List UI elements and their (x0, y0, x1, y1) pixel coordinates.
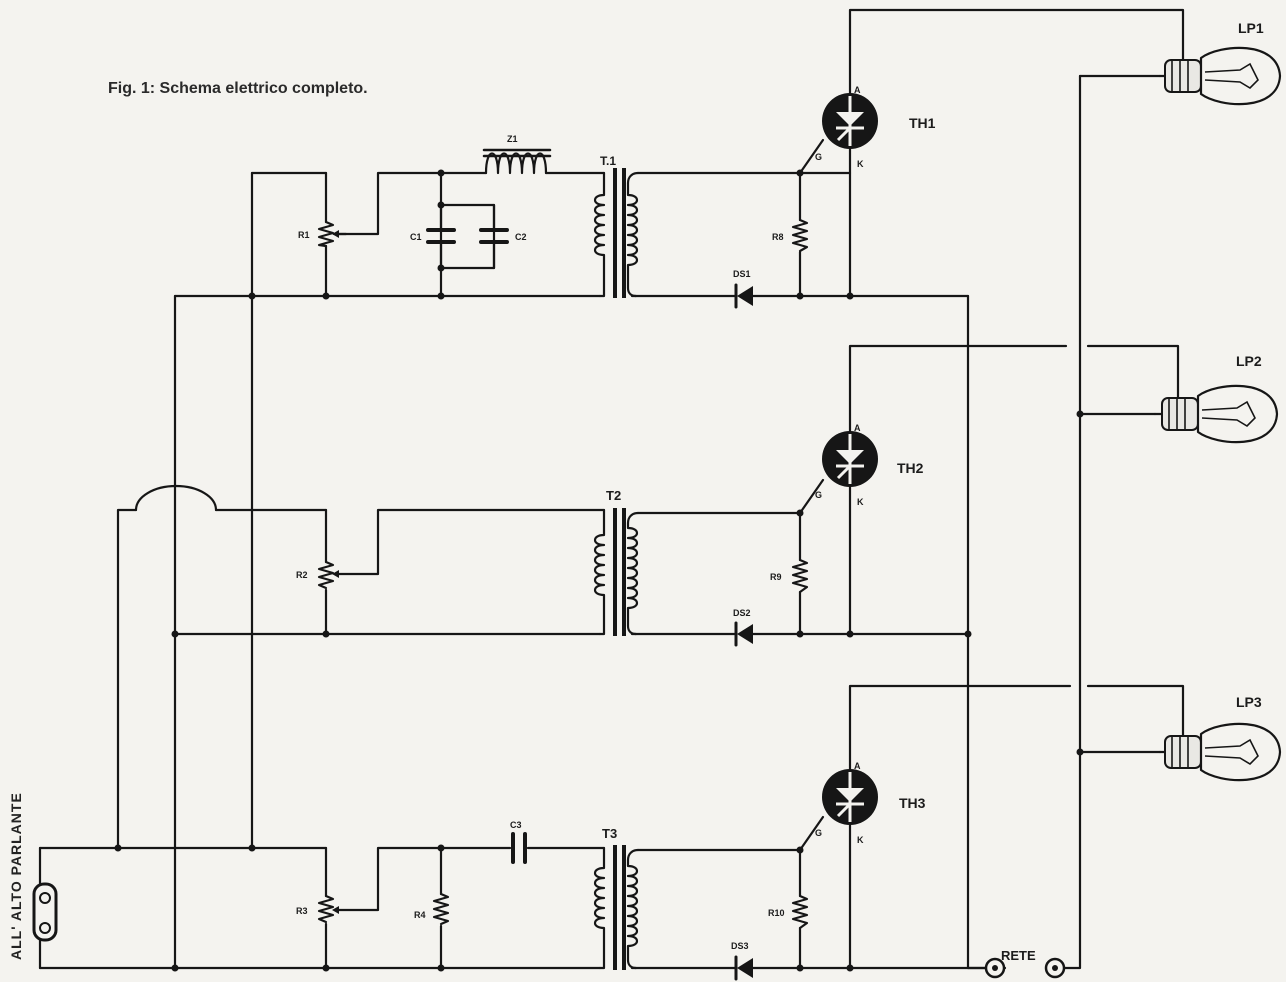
label-c3: C3 (510, 820, 522, 830)
mains-terminals (984, 957, 1066, 979)
resistor-r8 (791, 218, 809, 253)
diode-ds3 (734, 955, 753, 981)
label-c1: C1 (410, 232, 422, 242)
figure-caption: Fig. 1: Schema elettrico completo. (108, 80, 368, 97)
label-z1: Z1 (507, 134, 518, 144)
th1-cathode-label: K (857, 159, 864, 169)
capacitor-c2 (479, 203, 509, 270)
lamp-lp2 (1153, 384, 1279, 444)
label-ds2: DS2 (733, 608, 751, 618)
lamp-lp1 (1158, 46, 1282, 106)
lamp-label-lp1: LP1 (1238, 20, 1264, 36)
transformer-label-t2: T2 (606, 488, 621, 503)
thyristor-label-th3: TH3 (899, 795, 926, 811)
speaker-input-jack (32, 882, 58, 942)
diode-ds1 (734, 283, 753, 309)
resistor-r9 (791, 558, 809, 594)
th3-anode-label: A (854, 761, 861, 771)
potentiometer-r1 (317, 220, 348, 248)
lamp-label-lp2: LP2 (1236, 353, 1262, 369)
label-r10: R10 (768, 908, 785, 918)
inductor-z1 (482, 148, 552, 175)
mains-label: RETE (1001, 948, 1036, 963)
transformer-t2 (593, 508, 640, 636)
lamp-label-lp3: LP3 (1236, 694, 1262, 710)
thyristor-th1 (822, 93, 878, 149)
label-c2: C2 (515, 232, 527, 242)
label-r9: R9 (770, 572, 782, 582)
transformer-t3 (593, 845, 640, 970)
th2-cathode-label: K (857, 497, 864, 507)
diode-ds2 (734, 621, 753, 647)
potentiometer-r3 (317, 894, 339, 924)
th2-gate-label: G (815, 490, 822, 500)
label-ds1: DS1 (733, 269, 751, 279)
transformer-t1 (593, 168, 640, 298)
thyristor-label-th2: TH2 (897, 460, 924, 476)
transformer-label-t1: T.1 (600, 154, 616, 168)
label-r1: R1 (298, 230, 310, 240)
thyristor-th2 (822, 431, 878, 487)
capacitor-c1 (426, 203, 456, 270)
label-ds3: DS3 (731, 941, 749, 951)
component-labels: LP1 LP2 LP3 TH1 TH2 TH3 A G K A G K A G … (296, 20, 1264, 963)
resistor-r10 (791, 894, 809, 930)
label-r4: R4 (414, 910, 426, 920)
transformer-label-t3: T3 (602, 826, 617, 841)
lamp-lp3 (1158, 722, 1282, 782)
th1-anode-label: A (854, 85, 861, 95)
label-r3: R3 (296, 906, 308, 916)
th2-anode-label: A (854, 423, 861, 433)
potentiometer-r2 (317, 560, 339, 590)
label-r8: R8 (772, 232, 784, 242)
th3-gate-label: G (815, 828, 822, 838)
label-r2: R2 (296, 570, 308, 580)
thyristor-label-th1: TH1 (909, 115, 936, 131)
thyristor-th3 (822, 769, 878, 825)
junction-dots (114, 169, 1084, 972)
capacitor-c3 (511, 832, 527, 864)
th1-gate-label: G (815, 152, 822, 162)
resistor-r4 (432, 892, 450, 926)
th3-cathode-label: K (857, 835, 864, 845)
